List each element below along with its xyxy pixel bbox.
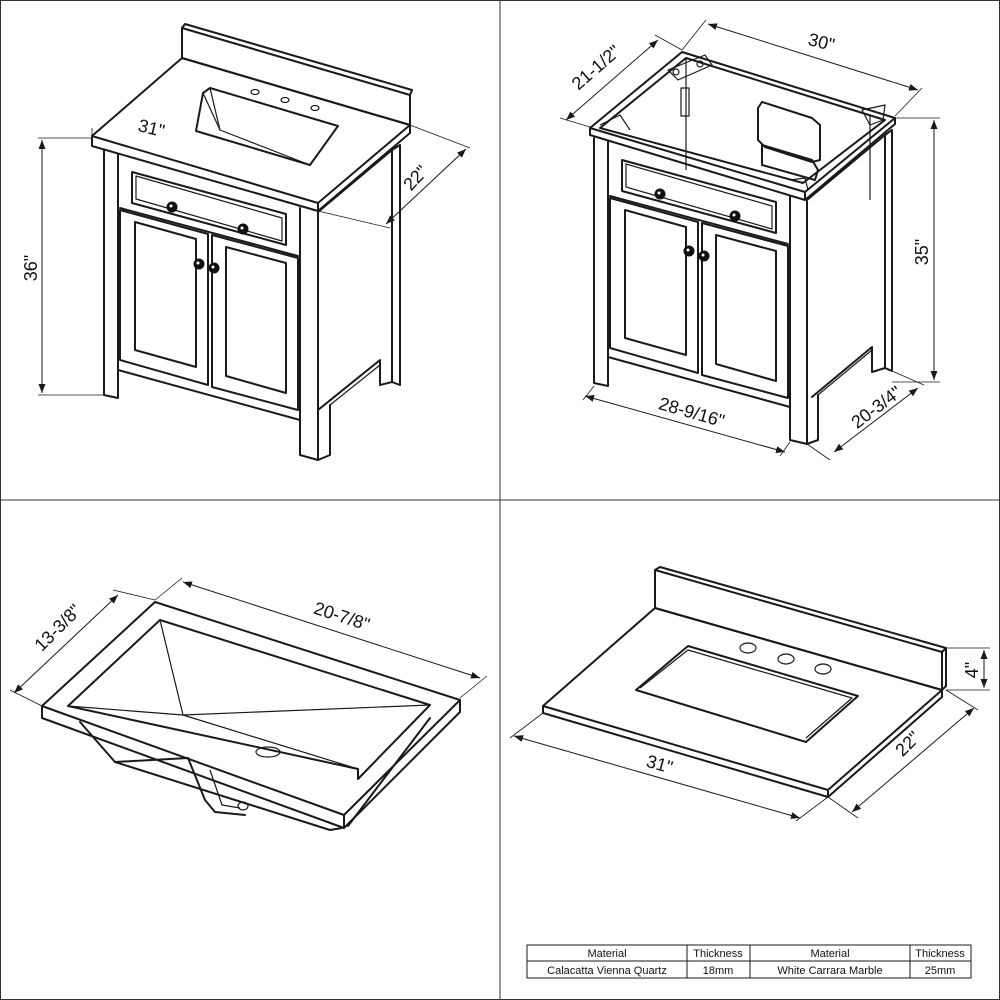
dim-vanity-height: 36" (21, 255, 41, 281)
dim-sink-length: 20-7/8" (311, 598, 372, 635)
materials-table: Material Thickness Material Thickness Ca… (526, 944, 972, 979)
dim-sink-width: 13-3/8" (30, 600, 85, 655)
dim-countertop-backsplash-height: 4" (962, 662, 982, 678)
table-header-thickness-1: Thickness (693, 948, 743, 960)
dim-base-height: 35" (912, 239, 932, 265)
vanity-with-top-drawing (91, 23, 413, 461)
table-cell-material-2: White Carrara Marble (777, 965, 882, 977)
vanity-with-top-dimensions (38, 124, 471, 396)
sink-bowl-dimensions (9, 577, 488, 707)
dim-vanity-top-depth: 22" (399, 161, 432, 194)
countertop-drawing (542, 566, 947, 798)
dim-base-depth: 21-1/2" (568, 41, 624, 94)
countertop-dimensions (509, 647, 990, 822)
table-header-material-1: Material (587, 948, 626, 960)
dim-countertop-width: 31" (644, 751, 675, 778)
sink-bowl-drawing (41, 601, 461, 831)
dim-base-width: 30" (806, 29, 836, 55)
dim-vanity-top-width: 31" (136, 115, 166, 141)
table-cell-material-1: Calacatta Vienna Quartz (547, 965, 667, 977)
table-header-material-2: Material (810, 948, 849, 960)
table-cell-thickness-1: 18mm (703, 965, 734, 977)
vanity-base-drawing (589, 51, 896, 445)
vanity-base-dimensions (559, 19, 940, 461)
table-cell-thickness-2: 25mm (925, 965, 956, 977)
dim-base-bottom-depth: 20-3/4" (847, 382, 905, 433)
table-header-thickness-2: Thickness (915, 948, 965, 960)
